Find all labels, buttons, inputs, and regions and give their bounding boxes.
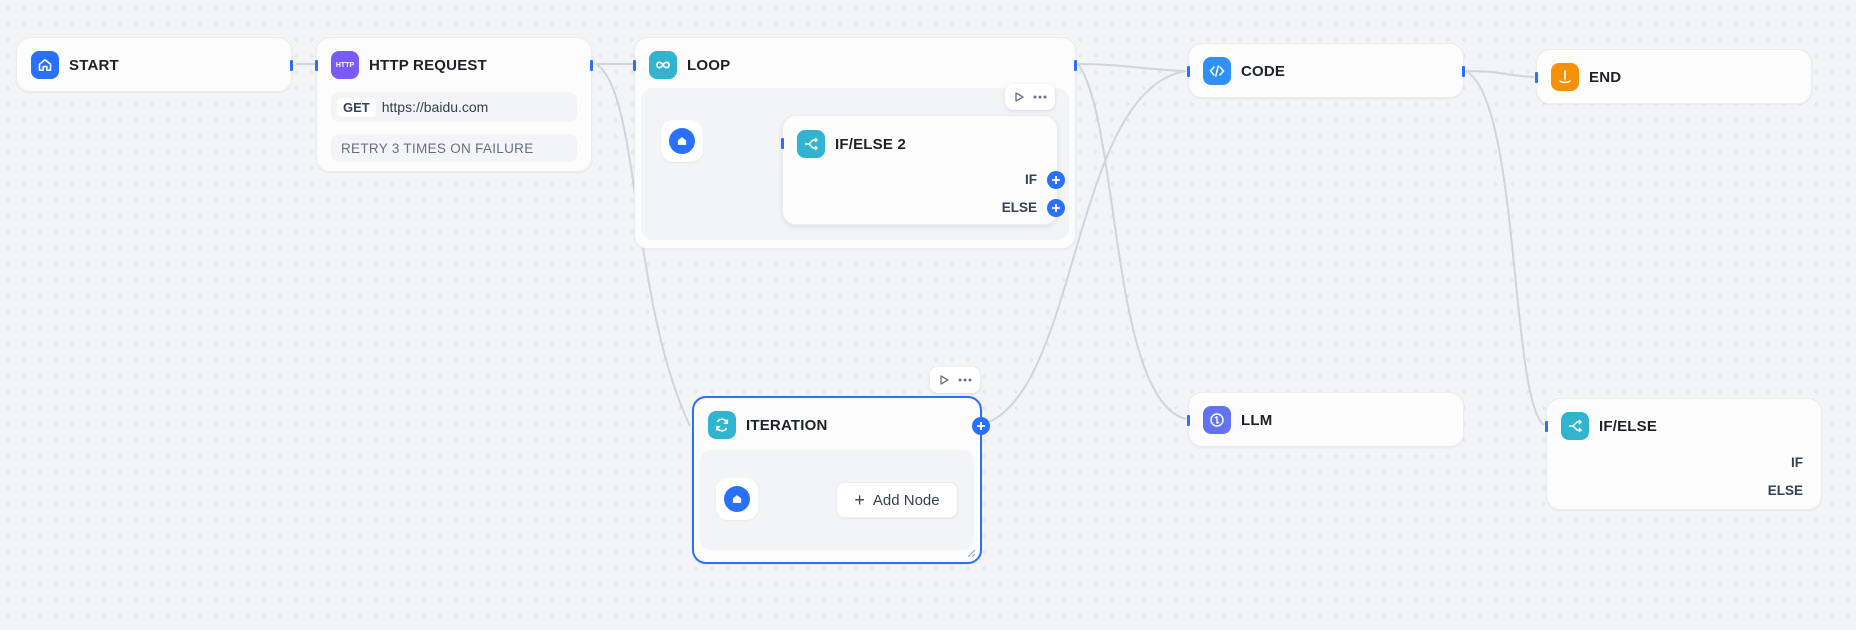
branch-if-label: IF xyxy=(1025,172,1037,187)
retry-row: RETRY 3 TIMES ON FAILURE xyxy=(331,134,577,162)
branch-else-label: ELSE xyxy=(1767,483,1803,498)
end-node[interactable]: END xyxy=(1535,49,1812,104)
llm-node[interactable]: LLM xyxy=(1187,392,1464,447)
output-handle[interactable] xyxy=(1462,66,1465,77)
branch-else-label: ELSE xyxy=(1001,200,1037,215)
run-icon[interactable] xyxy=(938,374,950,386)
code-icon xyxy=(1203,57,1231,85)
branch-icon xyxy=(797,130,825,158)
input-handle[interactable] xyxy=(1545,421,1548,432)
http-icon: HTTP xyxy=(331,51,359,79)
branch-if-label: IF xyxy=(1791,455,1803,470)
plus-icon: + xyxy=(854,490,865,510)
more-icon[interactable] xyxy=(1033,95,1047,99)
resize-handle-icon[interactable] xyxy=(966,548,976,558)
end-icon xyxy=(1551,63,1579,91)
input-handle[interactable] xyxy=(781,138,784,149)
edge-loop-llm xyxy=(1077,63,1187,420)
start-node[interactable]: START xyxy=(16,37,293,92)
run-icon[interactable] xyxy=(1013,91,1025,103)
node-title: HTTP REQUEST xyxy=(369,56,487,74)
node-title: IF/ELSE xyxy=(1599,417,1658,435)
output-handle[interactable] xyxy=(1074,60,1077,71)
retry-text: RETRY 3 TIMES ON FAILURE xyxy=(341,140,534,156)
output-handle[interactable] xyxy=(290,60,293,71)
llm-icon xyxy=(1203,406,1231,434)
request-url: https://baidu.com xyxy=(381,99,489,115)
iteration-node[interactable]: ITERATION + Add Node xyxy=(692,396,990,564)
edge-code-end xyxy=(1465,70,1535,78)
if-else-2-node[interactable]: IF/ELSE 2 IF ELSE xyxy=(781,115,1065,225)
node-title: IF/ELSE 2 xyxy=(835,135,906,153)
output-handle[interactable] xyxy=(590,60,593,71)
add-next-node-button[interactable] xyxy=(972,417,990,435)
add-node-label: Add Node xyxy=(872,491,940,509)
node-title: ITERATION xyxy=(746,416,828,434)
home-icon xyxy=(31,51,59,79)
edge-code-ifelse xyxy=(1465,70,1545,426)
input-handle[interactable] xyxy=(315,60,318,71)
add-branch-else-button[interactable] xyxy=(1047,199,1065,217)
input-handle[interactable] xyxy=(1535,72,1538,83)
refresh-icon xyxy=(708,411,736,439)
home-icon xyxy=(724,486,750,512)
iteration-start-node[interactable] xyxy=(716,478,758,520)
more-icon[interactable] xyxy=(958,378,972,382)
iteration-toolbar xyxy=(930,367,980,393)
branch-icon xyxy=(1561,412,1589,440)
node-title: END xyxy=(1589,68,1622,86)
input-handle[interactable] xyxy=(1187,66,1190,77)
node-title: START xyxy=(69,56,119,74)
infinity-icon xyxy=(649,51,677,79)
node-title: LLM xyxy=(1241,411,1273,429)
input-handle[interactable] xyxy=(1187,415,1190,426)
node-title: LOOP xyxy=(687,56,731,74)
node-title: CODE xyxy=(1241,62,1286,80)
add-branch-if-button[interactable] xyxy=(1047,171,1065,189)
home-icon xyxy=(669,128,695,154)
node-toolbar xyxy=(1005,84,1055,110)
request-url-row: GET https://baidu.com xyxy=(331,92,577,122)
http-request-node[interactable]: HTTP HTTP REQUEST GET https://baidu.com … xyxy=(315,37,593,172)
if-else-node[interactable]: IF/ELSE IF ELSE xyxy=(1545,398,1822,510)
add-node-button[interactable]: + Add Node xyxy=(836,482,958,518)
code-node[interactable]: CODE xyxy=(1187,43,1465,98)
input-handle[interactable] xyxy=(633,60,636,71)
loop-start-node[interactable] xyxy=(661,120,703,162)
edge-loop-code xyxy=(1077,63,1187,72)
http-method-badge: GET xyxy=(337,97,376,117)
